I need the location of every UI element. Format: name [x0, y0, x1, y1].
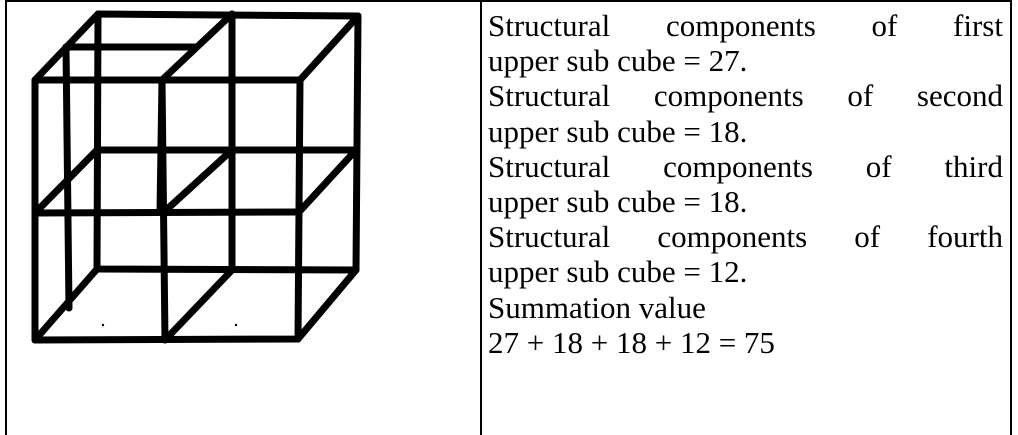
word: third — [944, 148, 1003, 184]
paragraph-line: upper sub cube = 12. — [488, 254, 748, 290]
word: of — [847, 78, 874, 114]
word: Structural — [488, 78, 611, 114]
stray-dot-left — [101, 323, 105, 327]
word: components — [657, 219, 808, 255]
inner-sub-cube-edge-right — [156, 76, 166, 216]
stray-dot-right — [234, 323, 238, 327]
word: components — [665, 8, 816, 43]
depth-edge-middle-right — [295, 146, 360, 216]
paragraph-line-justified: Structural components of second — [488, 78, 1003, 113]
word: Structural — [488, 8, 611, 43]
table-frame — [5, 0, 1012, 435]
back-face-outline — [93, 10, 362, 274]
cube-structure-drawing — [31, 10, 362, 344]
word: of — [865, 148, 892, 184]
depth-edge-top-right — [296, 12, 362, 84]
word: Structural — [488, 148, 611, 184]
word: of — [854, 219, 881, 255]
word: second — [916, 78, 1003, 114]
paragraph-line: upper sub cube = 27. — [488, 43, 748, 79]
word: first — [953, 8, 1003, 43]
word: components — [663, 148, 813, 184]
word: of — [871, 8, 898, 43]
word: Structural — [488, 219, 611, 255]
word: fourth — [927, 219, 1003, 255]
paragraph-line-justified: Structural components of fourth — [488, 219, 1003, 254]
paragraph-line: upper sub cube = 18. — [488, 113, 748, 149]
paragraph-line-justified: Structural components of third — [488, 149, 1003, 184]
paragraph-line: upper sub cube = 18. — [488, 184, 748, 220]
depth-edge-bottom-right — [294, 266, 360, 343]
depth-edge-middle-middle — [160, 146, 236, 216]
summation-label: Summation value — [488, 289, 706, 325]
summation-equation: 27 + 18 + 18 + 12 = 75 — [488, 324, 775, 360]
description-text: Structural components of first upper sub… — [488, 8, 1003, 360]
column-divider — [480, 0, 482, 435]
inner-sub-cube-edge-left — [62, 43, 73, 312]
paragraph-line-justified: Structural components of first — [488, 8, 1003, 43]
depth-edge-bottom-middle — [161, 266, 236, 344]
word: components — [653, 78, 804, 114]
